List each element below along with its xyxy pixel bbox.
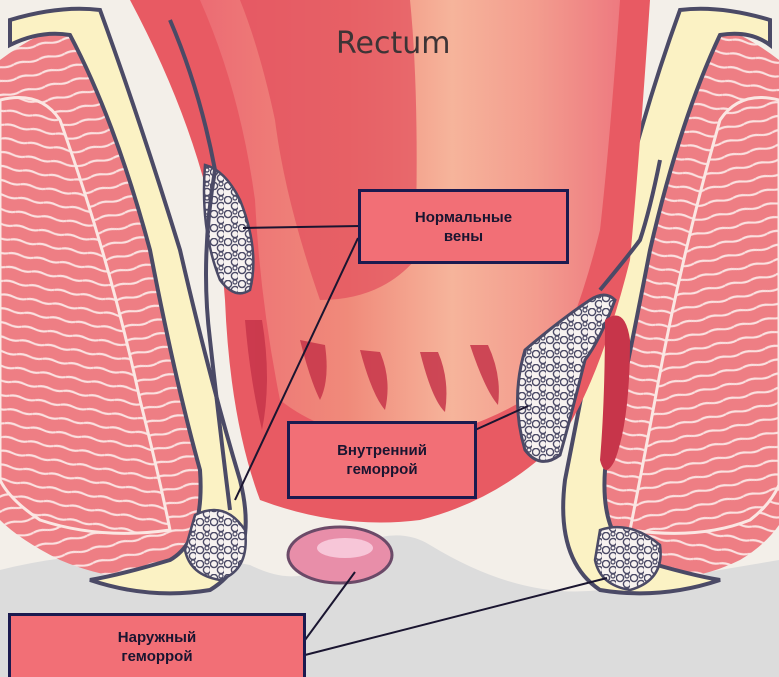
label-internal-hemorrhoid-line1: Внутренний: [337, 441, 427, 460]
diagram-title: Rectum: [336, 26, 450, 61]
label-internal-hemorrhoid: Внутренний геморрой: [287, 421, 477, 499]
label-normal-veins-line2: вены: [415, 227, 512, 246]
label-external-hemorrhoid-line1: Наружный: [118, 628, 196, 647]
external-vein-left: [185, 510, 246, 580]
label-external-hemorrhoid: Наружный геморрой: [8, 613, 306, 677]
label-normal-veins: Нормальные вены: [358, 189, 569, 264]
bulge-highlight: [317, 538, 373, 558]
label-external-hemorrhoid-line2: геморрой: [118, 647, 196, 666]
label-normal-veins-line1: Нормальные: [415, 208, 512, 227]
label-internal-hemorrhoid-line2: геморрой: [337, 460, 427, 479]
